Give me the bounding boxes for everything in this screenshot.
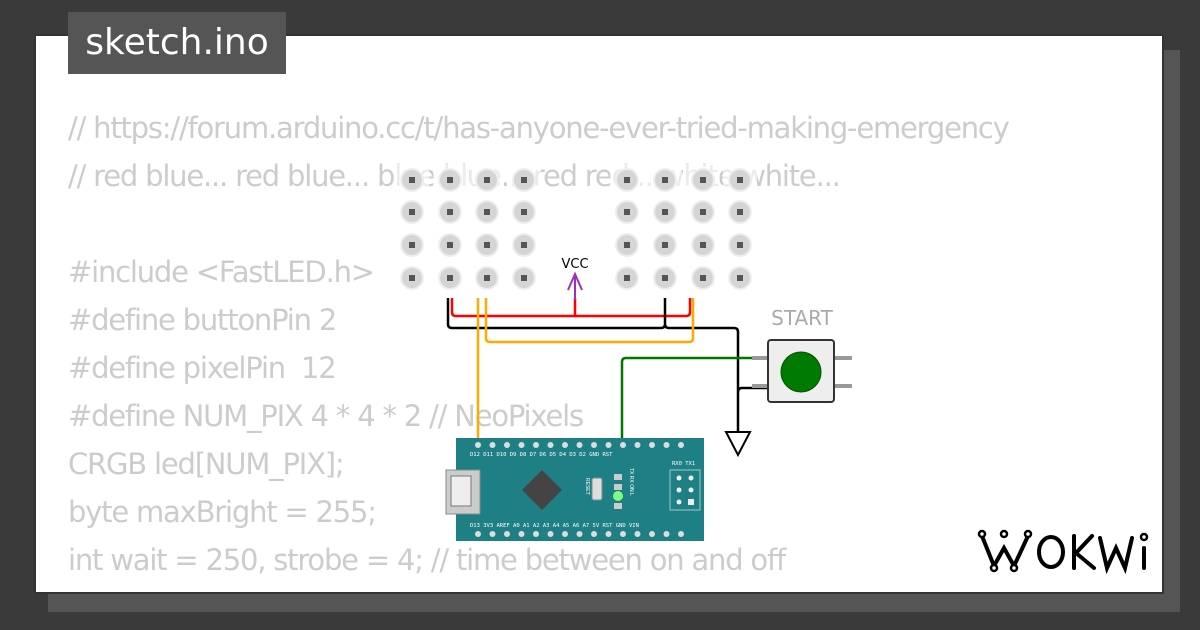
- ground-icon: [724, 431, 752, 458]
- board-pin[interactable]: [576, 531, 583, 537]
- file-tab[interactable]: sketch.ino: [68, 12, 286, 74]
- board-pin[interactable]: [605, 442, 612, 448]
- board-pin[interactable]: [591, 442, 597, 448]
- neopixel-led: [648, 164, 682, 196]
- power-led: [613, 491, 623, 501]
- neopixel-led: [395, 196, 429, 228]
- neopixel-led: [723, 229, 757, 261]
- board-pin[interactable]: [533, 531, 539, 537]
- board-pin[interactable]: [518, 531, 525, 537]
- wire-black: [446, 298, 768, 432]
- board-pin[interactable]: [547, 531, 554, 537]
- wire-orange-chain: [484, 298, 695, 344]
- board-pin[interactable]: [533, 442, 539, 448]
- neopixel-led: [395, 229, 429, 261]
- board-pin[interactable]: [489, 442, 496, 448]
- neopixel-led: [507, 196, 541, 228]
- code-line: #include <FastLED.h>: [68, 255, 375, 289]
- board-pin[interactable]: [605, 531, 612, 537]
- code-preview: // https://forum.arduino.cc/t/has-anyone…: [68, 104, 1010, 584]
- board-pin[interactable]: [663, 442, 670, 448]
- wokwi-logo: [977, 529, 1149, 575]
- neopixel-led: [610, 262, 644, 294]
- neopixel-led: [507, 229, 541, 261]
- neopixel-led: [610, 196, 644, 228]
- board-pin[interactable]: [504, 442, 510, 448]
- wires: [446, 298, 768, 445]
- neopixel-matrices: [395, 164, 757, 294]
- neopixel-led: [686, 196, 720, 228]
- code-line: // https://forum.arduino.cc/t/has-anyone…: [68, 111, 1010, 145]
- bottom-pin-labels: D13 3V3 AREF A0 A1 A2 A3 A4 A5 A6 A7 5V …: [470, 523, 639, 529]
- neopixel-led: [507, 262, 541, 294]
- neopixel-led: [648, 229, 682, 261]
- board-pin[interactable]: [620, 442, 626, 448]
- board-pin[interactable]: [562, 531, 568, 537]
- neopixel-led: [395, 262, 429, 294]
- arduino-nano-board[interactable]: D12 D11 D10 D9 D8 D7 D6 D5 D4 D3 D2 GND …: [445, 438, 704, 541]
- code-line: #define NUM_PIX 4 * 4 * 2 // NeoPixels: [68, 399, 584, 433]
- neopixel-led: [470, 262, 504, 294]
- neopixel-led: [723, 164, 757, 196]
- button-label: START: [771, 306, 833, 330]
- code-line: #define pixelPin 12: [68, 351, 337, 385]
- code-line: byte maxBright = 255;: [68, 495, 377, 529]
- board-pin[interactable]: [649, 531, 655, 537]
- neopixel-led: [648, 262, 682, 294]
- wire-red: [450, 298, 692, 318]
- neopixel-led: [723, 262, 757, 294]
- neopixel-led: [470, 164, 504, 196]
- vcc-symbol: VCC: [561, 257, 589, 300]
- vcc-label: VCC: [561, 257, 588, 272]
- board-pin[interactable]: [620, 531, 626, 537]
- board-pin[interactable]: [576, 442, 583, 448]
- board-pin[interactable]: [475, 442, 481, 448]
- neopixel-led: [433, 196, 467, 228]
- board-pin[interactable]: [504, 531, 510, 537]
- neopixel-led: [507, 164, 541, 196]
- board-pin[interactable]: [678, 531, 684, 537]
- neopixel-led: [723, 196, 757, 228]
- neopixel-led: [470, 229, 504, 261]
- code-line: #define buttonPin 2: [68, 303, 337, 337]
- code-line: int wait = 250, strobe = 4; // time betw…: [68, 543, 786, 577]
- board-pin[interactable]: [562, 442, 568, 448]
- board-pin[interactable]: [475, 531, 481, 537]
- serial-labels: RX0 TX1: [672, 461, 695, 467]
- microcontroller-chip: [522, 470, 562, 510]
- neopixel-led: [395, 164, 429, 196]
- neopixel-led: [433, 229, 467, 261]
- board-pin[interactable]: [634, 442, 641, 448]
- neopixel-led: [686, 164, 720, 196]
- neopixel-led: [610, 164, 644, 196]
- neopixel-led: [686, 229, 720, 261]
- board-pin[interactable]: [547, 442, 554, 448]
- board-pin[interactable]: [663, 531, 670, 537]
- top-pin-labels: D12 D11 D10 D9 D8 D7 D6 D5 D4 D3 D2 GND …: [470, 452, 613, 458]
- reset-label: RESET: [584, 478, 590, 495]
- board-pin[interactable]: [518, 442, 525, 448]
- reset-button[interactable]: [591, 477, 603, 501]
- neopixel-led: [686, 262, 720, 294]
- board-pin[interactable]: [678, 442, 684, 448]
- board-pin[interactable]: [634, 531, 641, 537]
- board-pin[interactable]: [649, 442, 655, 448]
- neopixel-led: [433, 262, 467, 294]
- board-pin[interactable]: [591, 531, 597, 537]
- neopixel-led: [610, 229, 644, 261]
- neopixel-led: [433, 164, 467, 196]
- neopixel-led: [648, 196, 682, 228]
- led-labels: TX RX ON L: [628, 468, 634, 496]
- wire-green: [620, 356, 768, 445]
- start-pushbutton[interactable]: [752, 339, 852, 403]
- neopixel-led: [470, 196, 504, 228]
- board-pin[interactable]: [489, 531, 496, 537]
- code-line: CRGB led[NUM_PIX];: [68, 447, 345, 481]
